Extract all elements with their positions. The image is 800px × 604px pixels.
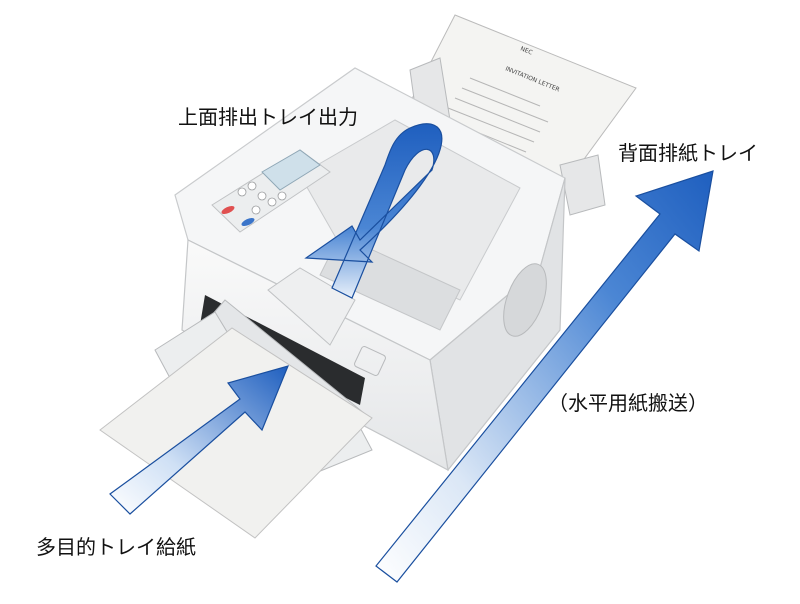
label-top-output: 上面排出トレイ出力 — [178, 105, 358, 129]
start-button[interactable] — [240, 216, 255, 227]
label-rear-output: 背面排紙トレイ — [618, 141, 758, 165]
panel-button[interactable] — [251, 205, 261, 215]
panel-button[interactable] — [247, 181, 257, 191]
multipurpose-paper-sheet — [99, 327, 373, 539]
panel-button[interactable] — [257, 191, 267, 201]
control-panel — [211, 149, 331, 233]
stop-button[interactable] — [220, 204, 235, 215]
panel-button[interactable] — [277, 191, 287, 201]
top-output-arrow — [304, 123, 443, 299]
letter-brand: NEC — [519, 45, 533, 56]
lcd-display — [261, 149, 321, 191]
panel-button[interactable] — [267, 197, 277, 207]
label-horizontal-feed: （水平用紙搬送） — [548, 391, 708, 415]
label-multipurpose-feed: 多目的トレイ給紙 — [36, 535, 196, 559]
rear-output-arrow — [375, 170, 714, 583]
multipurpose-feed-arrow — [109, 365, 290, 515]
printer-body — [174, 67, 566, 472]
panel-button[interactable] — [237, 187, 247, 197]
